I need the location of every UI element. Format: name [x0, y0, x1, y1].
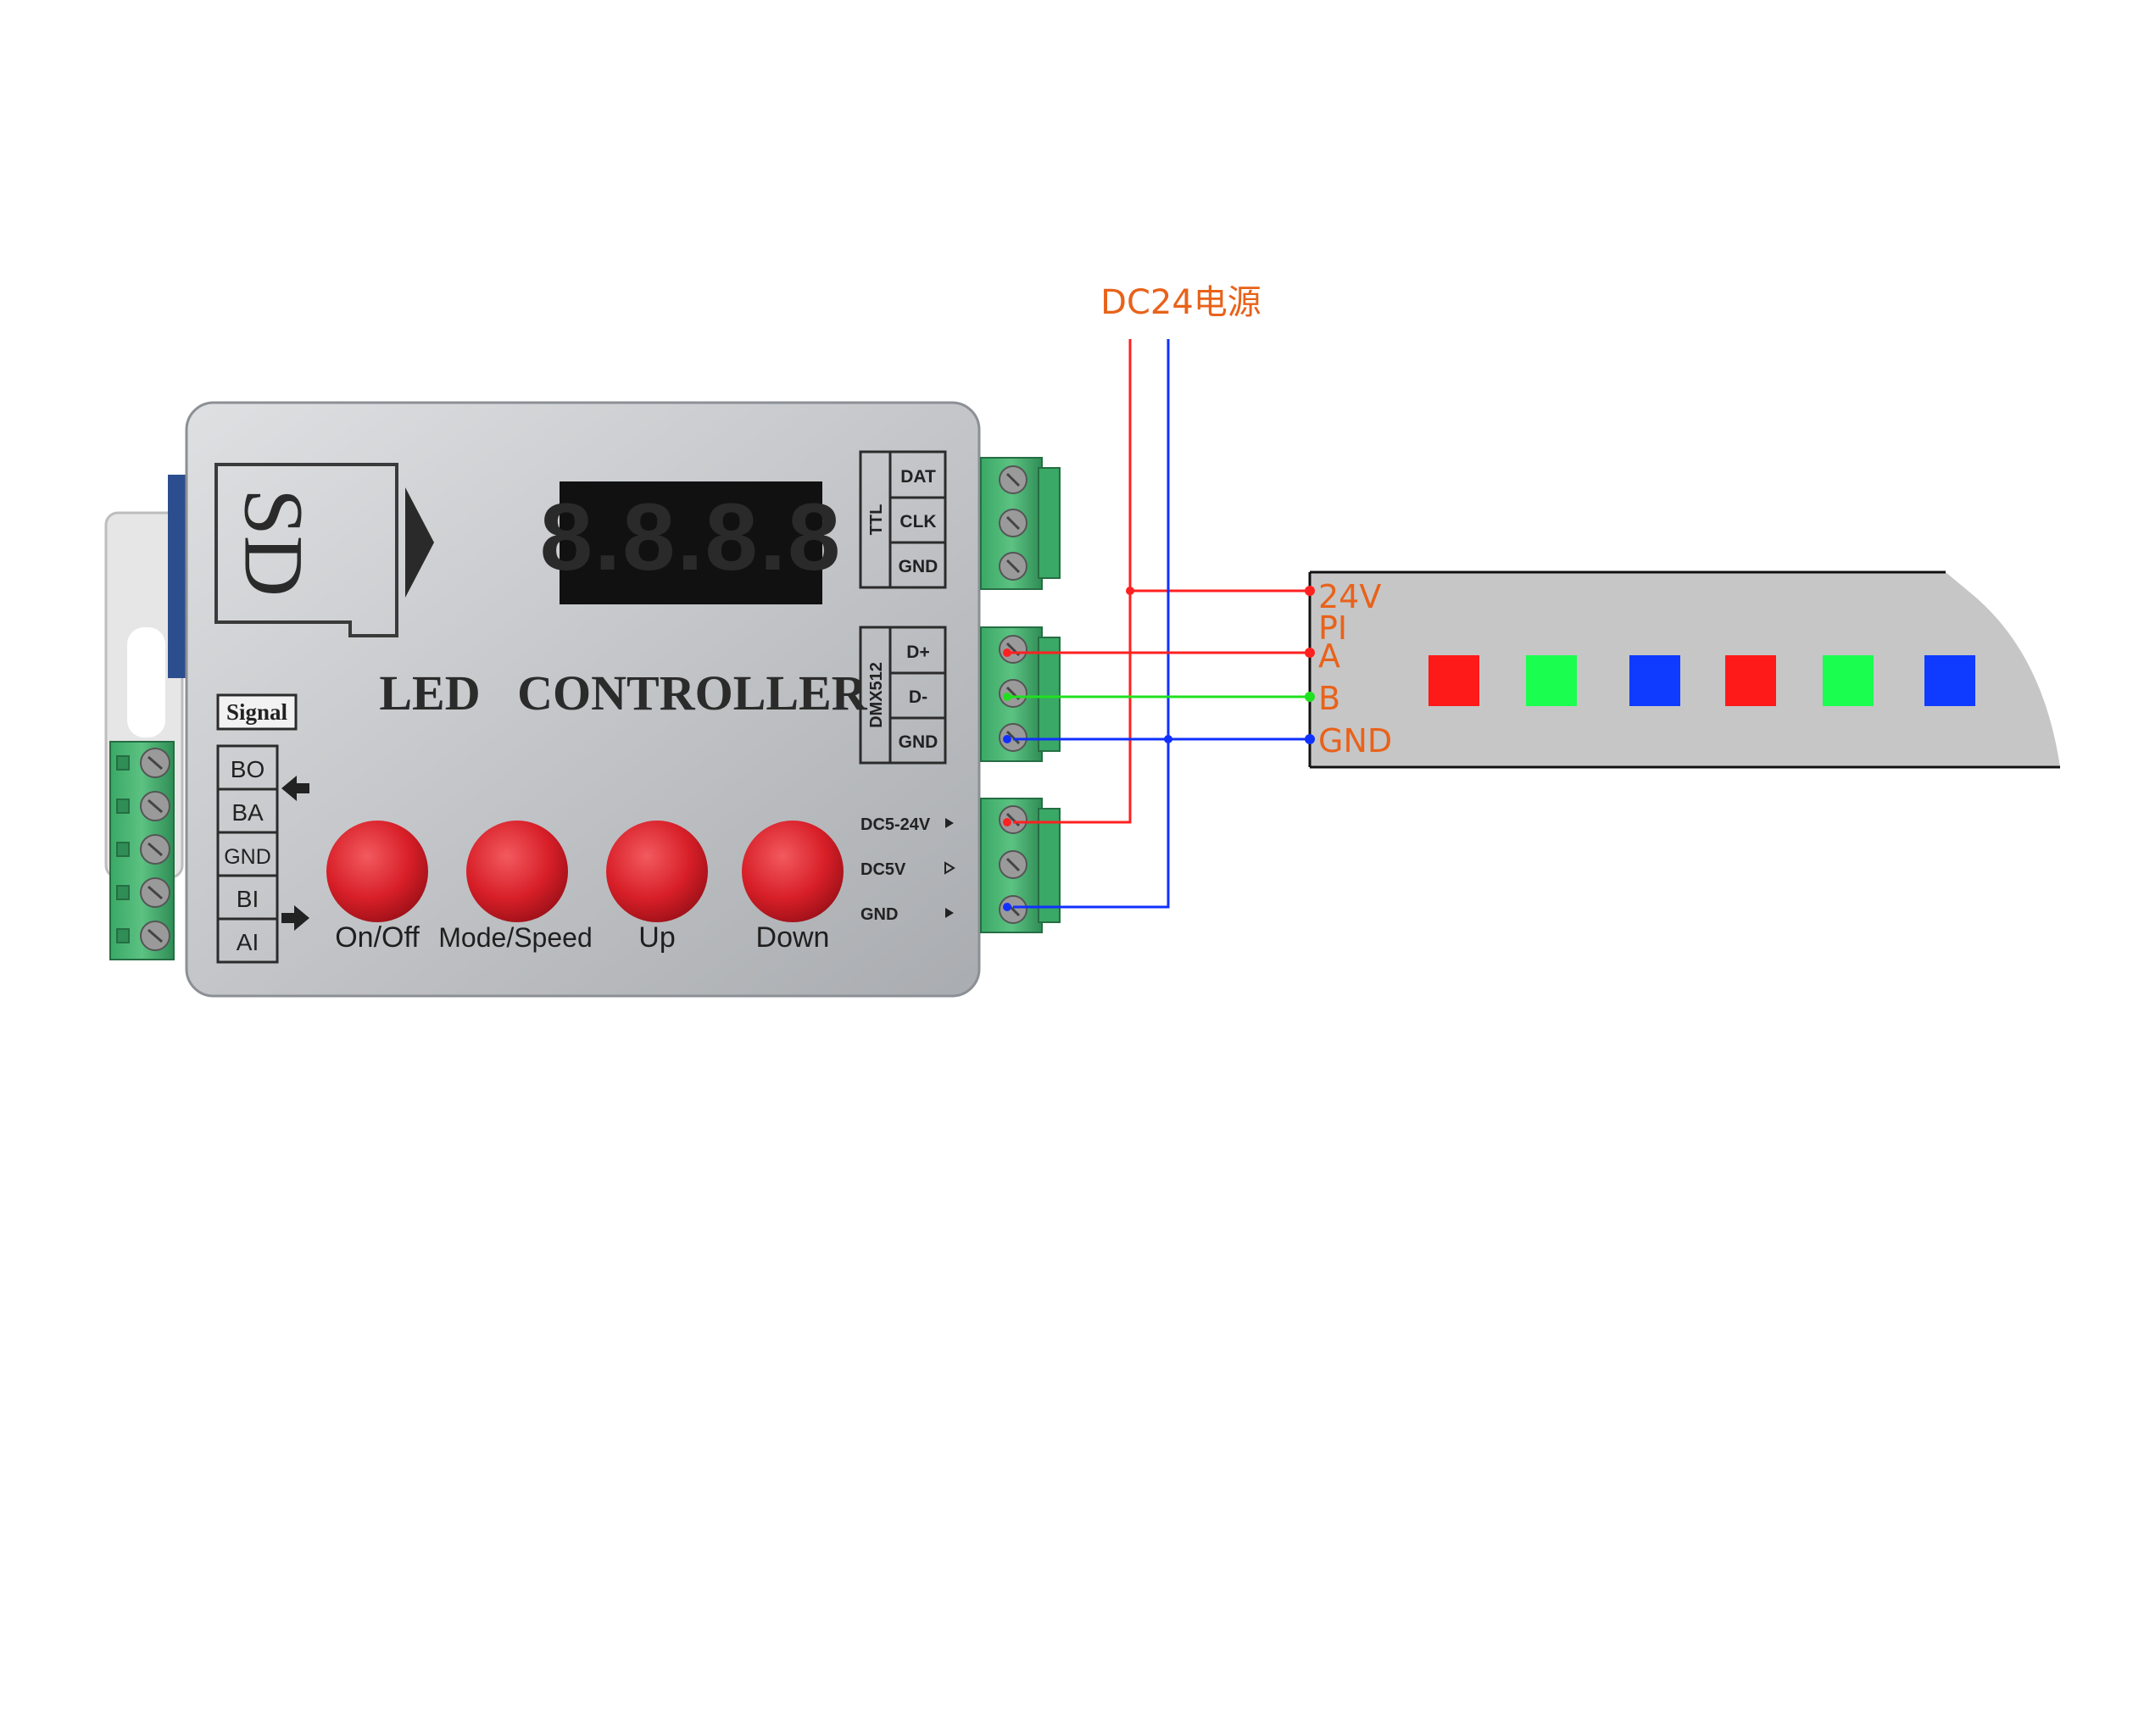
power-pin-dc5-24v: DC5-24V [860, 815, 931, 834]
button-row: On/Off Mode/Speed Up Down [326, 821, 844, 954]
led-controller: SD 8.8.8.8 LED CONTROLLER Signal BO BA G… [104, 401, 1061, 998]
wire-junctions [1003, 586, 1315, 911]
ttl-group-label: TTL [867, 504, 886, 536]
wire-supply-positive [1013, 339, 1132, 824]
down-label: Down [756, 921, 830, 954]
strip-pin-pi: PI [1318, 609, 1347, 647]
dmx-pin-dminus: D- [909, 687, 927, 707]
dmx-label-box: DMX512 D+ D- GND [859, 626, 947, 765]
arrow-right-icon [945, 818, 954, 828]
arrow-right-icon [281, 905, 309, 931]
power-pin-dc5v: DC5V [860, 860, 906, 879]
mode-speed-button[interactable] [466, 821, 568, 922]
dmx-terminal-block [980, 626, 1061, 762]
sd-card-icon: SD [214, 463, 434, 637]
dmx-group-label: DMX512 [867, 662, 886, 728]
mode-speed-label: Mode/Speed [438, 922, 592, 953]
signal-pin-table: BO BA GND BI AI [216, 744, 309, 964]
led-pixel [1428, 655, 1479, 706]
signal-header: Signal [226, 699, 288, 725]
signal-pin-ba: BA [231, 799, 264, 826]
arrow-right-icon [944, 861, 955, 875]
wire-supply-ground [1013, 339, 1170, 909]
signal-pin-gnd: GND [224, 845, 271, 869]
ttl-pin-gnd: GND [899, 557, 938, 576]
power-supply-label: DC24电源 [1100, 283, 1261, 322]
led-pixel [1924, 655, 1975, 706]
ttl-terminal-block [980, 457, 1061, 590]
signal-pin-ai: AI [237, 929, 259, 955]
up-button[interactable] [606, 821, 708, 922]
signal-pin-bo: BO [231, 756, 265, 782]
signal-pin-bi: BI [237, 886, 259, 912]
bracket-slot [127, 627, 165, 737]
sd-label: SD [227, 488, 321, 597]
seven-segment-display [560, 481, 822, 604]
strip-pin-gnd: GND [1318, 722, 1392, 760]
display-digits: 8.8.8.8 [540, 484, 843, 590]
led-pixel [1629, 655, 1680, 706]
led-pixel [1725, 655, 1776, 706]
power-pin-labels: DC5-24V DC5V GND [860, 815, 955, 924]
on-off-button[interactable] [326, 821, 428, 922]
down-button[interactable] [742, 821, 844, 922]
dmx-pin-dplus: D+ [906, 643, 929, 662]
strip-pin-a: A [1318, 637, 1340, 675]
dmx-pin-gnd: GND [899, 732, 938, 752]
signal-terminal-block [109, 741, 175, 960]
power-terminal-block [980, 798, 1061, 933]
strip-pin-24v: 24V [1318, 578, 1381, 615]
arrow-right-icon [945, 908, 954, 918]
ttl-pin-clk: CLK [899, 512, 936, 531]
up-label: Up [638, 921, 675, 954]
power-pin-gnd: GND [860, 905, 898, 924]
led-strip: 24V PI A B GND [1308, 570, 2060, 769]
signal-header-box [216, 693, 298, 731]
ttl-label-box: TTL DAT CLK GND [859, 450, 947, 589]
strip-pin-b: B [1318, 680, 1340, 717]
controller-title: LED CONTROLLER [379, 665, 867, 721]
led-pixel [1526, 655, 1577, 706]
ttl-pin-dat: DAT [900, 467, 936, 487]
arrow-left-icon [281, 776, 309, 801]
on-off-label: On/Off [335, 921, 420, 954]
led-pixel [1823, 655, 1874, 706]
wires [1007, 339, 1310, 909]
